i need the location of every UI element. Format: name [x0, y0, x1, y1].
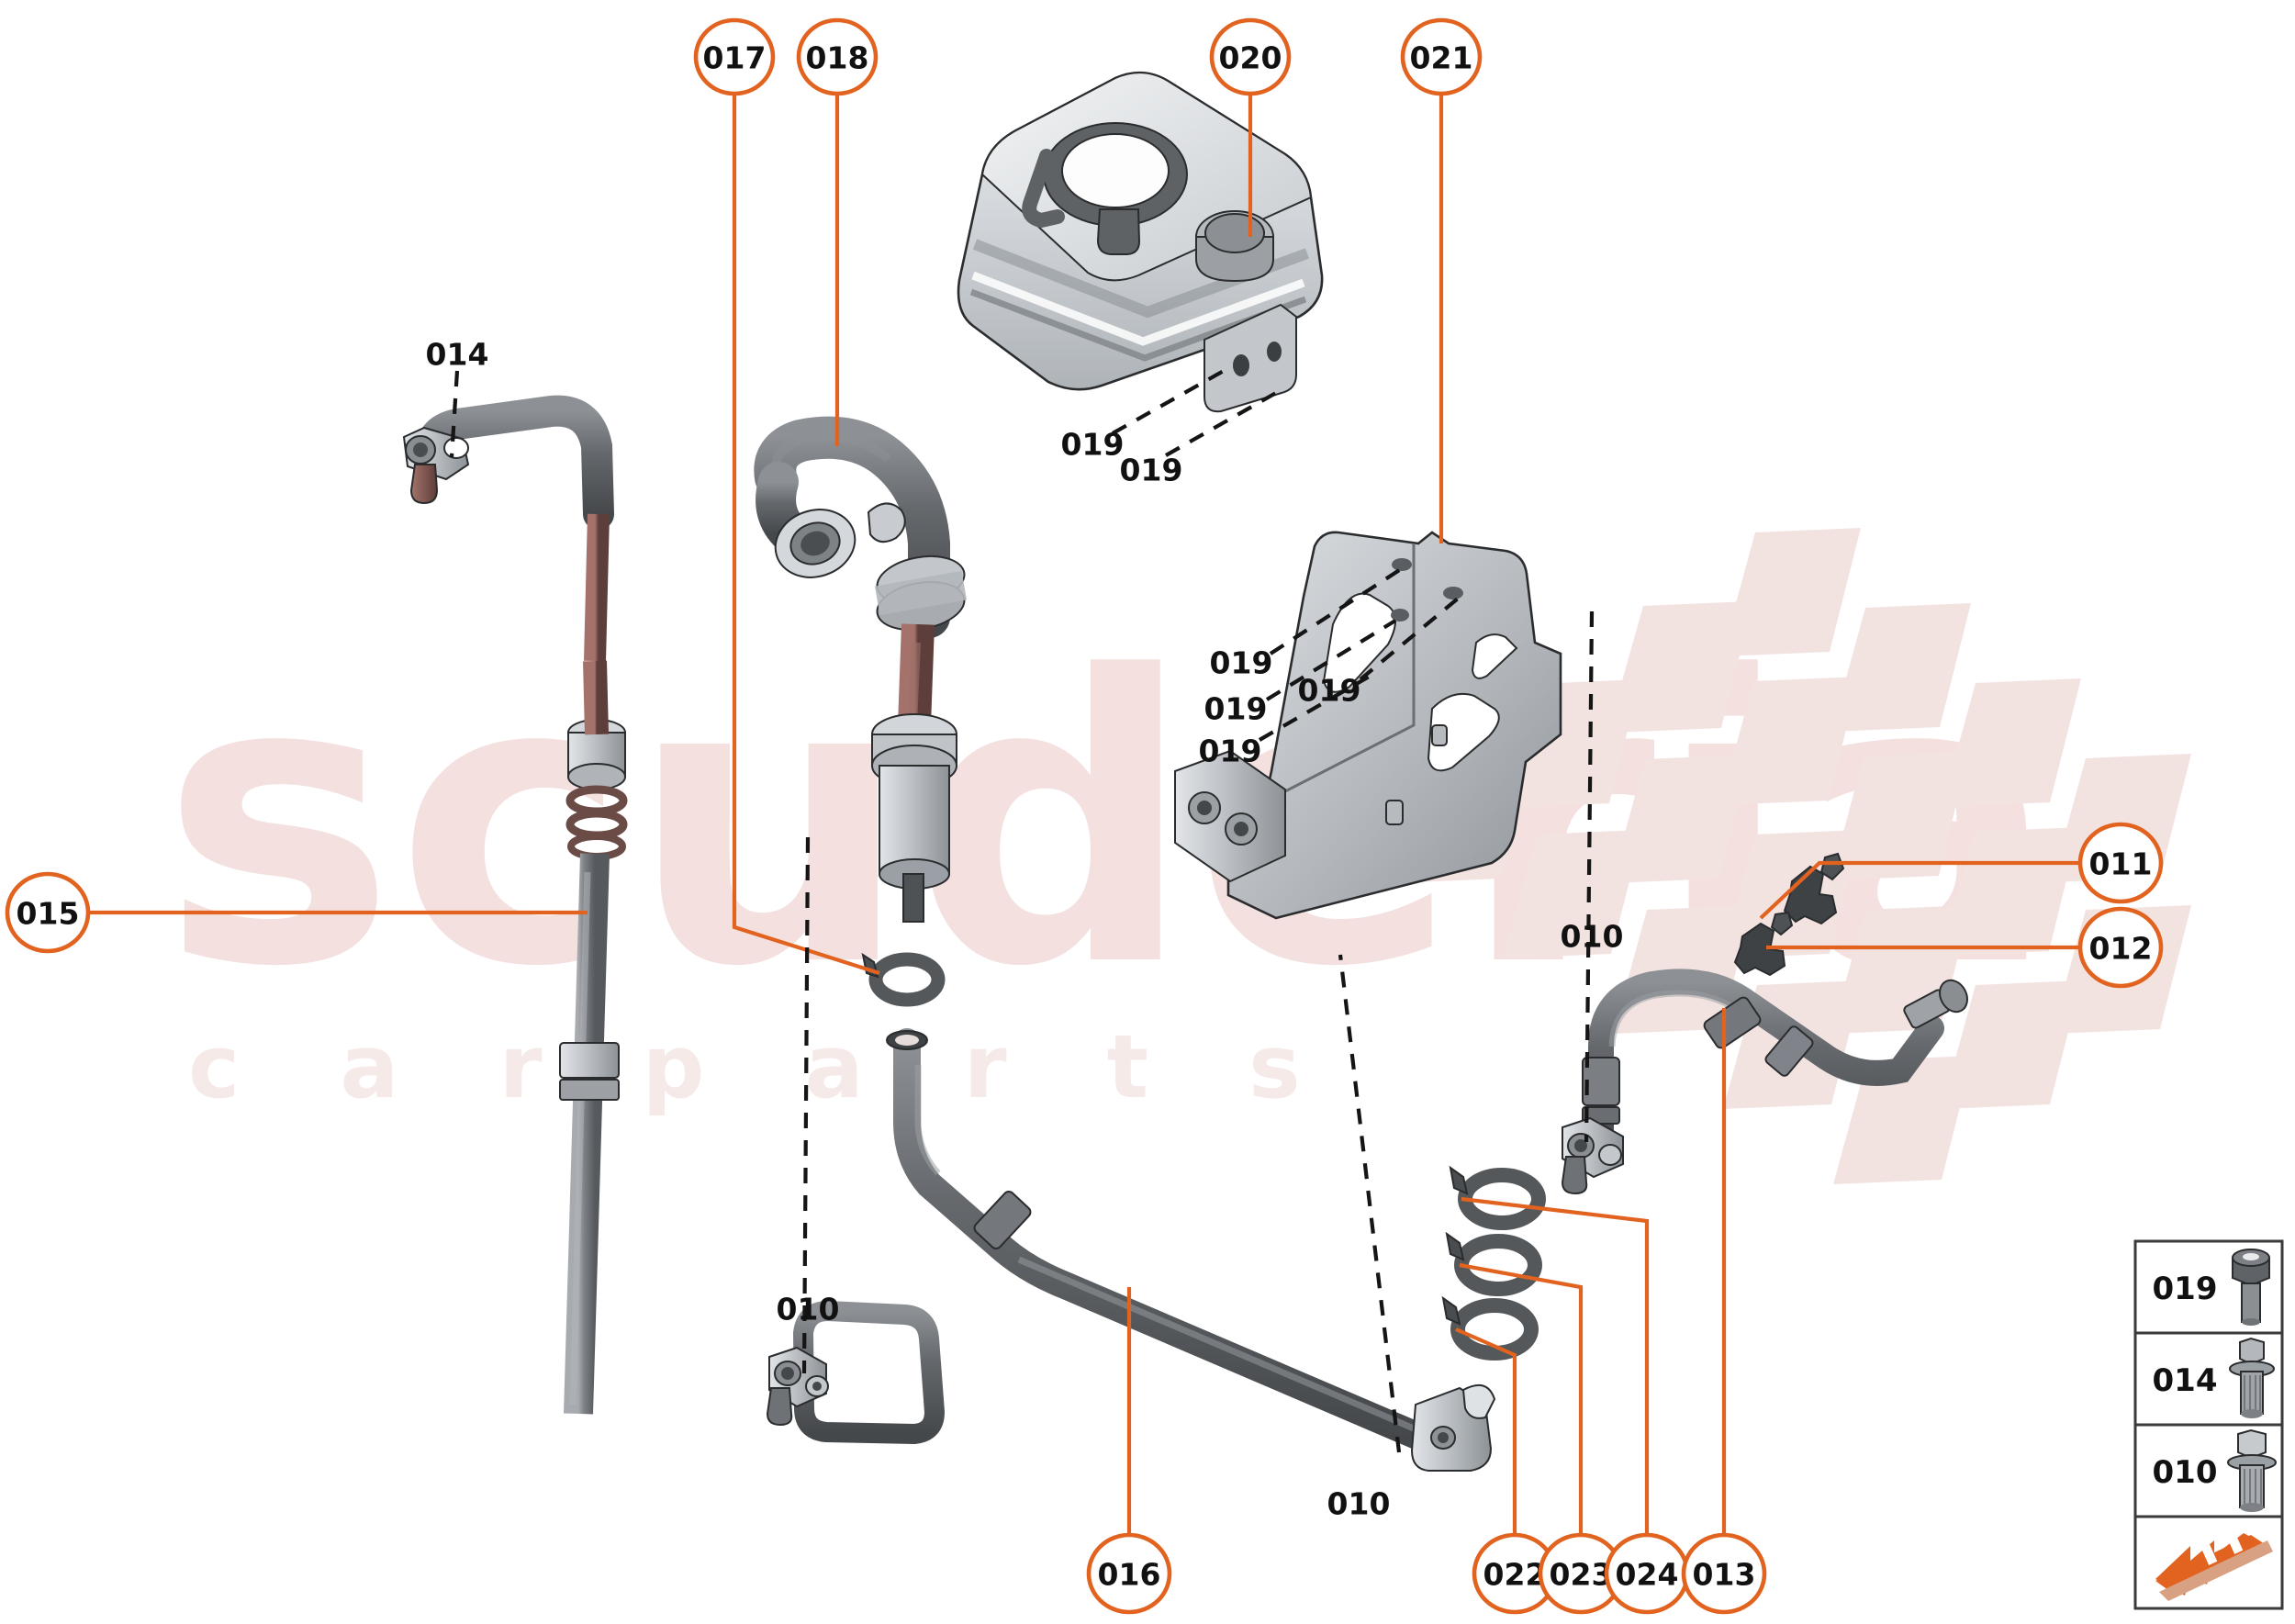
hose-016-end-fitting [1410, 1383, 1496, 1472]
leader-017 [732, 66, 880, 976]
callout-011-label: 011 [2089, 846, 2153, 882]
inline-label-019-bracket-b: 019 [1298, 673, 1361, 709]
part-bracket-021 [1174, 531, 1562, 920]
callout-023[interactable]: 023 [1538, 1532, 1624, 1615]
inline-label-019-bracket-d: 019 [1199, 734, 1262, 769]
dash-010-long [1338, 954, 1402, 1453]
loop-hose-banjo [766, 1346, 829, 1427]
checkered-arrow-icon [2155, 1527, 2273, 1601]
callout-016-label: 016 [1098, 1557, 1161, 1593]
callout-020-label: 020 [1219, 40, 1282, 76]
inline-label-019-bracket-a: 019 [1210, 645, 1273, 681]
callout-012[interactable]: 012 [2077, 906, 2164, 989]
part-expansion-tank-020 [957, 71, 1324, 413]
callout-018[interactable]: 018 [796, 17, 879, 96]
callout-023-label: 023 [1550, 1557, 1613, 1593]
leader-023 [1459, 1262, 1584, 1535]
dash-019-bracket-c [1265, 619, 1397, 701]
part-clip-011 [1783, 852, 1845, 925]
callout-018-circle[interactable] [796, 17, 879, 96]
callout-024[interactable]: 024 [1604, 1532, 1690, 1615]
callout-011[interactable]: 011 [2077, 822, 2164, 904]
legend-row-019-label: 019 [2153, 1271, 2218, 1307]
callout-021-label: 021 [1410, 40, 1473, 76]
leader-011 [1759, 860, 2080, 920]
flange-hex-bolt-icon [2229, 1337, 2275, 1418]
legend-brand-arrow[interactable] [2133, 1515, 2284, 1610]
callout-013-circle[interactable] [1681, 1532, 1767, 1615]
tank-mount-foot [1203, 303, 1297, 413]
callout-012-circle[interactable] [2077, 906, 2164, 989]
part-hose-small-loop [766, 1300, 946, 1445]
inline-label-010-right-hose: 010 [1561, 919, 1624, 955]
legend-row-019[interactable]: 019 [2133, 1239, 2284, 1335]
inline-label-019-bracket-c: 019 [1204, 691, 1268, 727]
callout-013-label: 013 [1693, 1557, 1756, 1593]
callout-016[interactable]: 016 [1086, 1532, 1172, 1615]
fastener-legend: 019 014 [2133, 1239, 2284, 1610]
dash-019-tank-a [1111, 365, 1232, 435]
watermark-scuderia-text: scuderia c a r p a r t s [161, 594, 2057, 1118]
dash-010-left [801, 836, 811, 1374]
part-hose-013 [1561, 969, 1968, 1195]
leader-024 [1461, 1196, 1650, 1535]
part-clip-012 [1733, 911, 1794, 977]
inline-label-010-long-hose: 010 [1327, 1486, 1391, 1522]
callout-017[interactable]: 017 [693, 17, 776, 96]
callout-015-label: 015 [17, 896, 80, 932]
inline-label-010-left-loop: 010 [777, 1292, 840, 1327]
legend-row-014[interactable]: 014 [2133, 1331, 2284, 1427]
callout-012-label: 012 [2089, 931, 2153, 967]
watermark-line2: c a r p a r t s [188, 1017, 1336, 1118]
flange-hex-bolt-icon [2227, 1428, 2277, 1512]
socket-head-bolt-icon [2232, 1249, 2270, 1326]
callout-017-circle[interactable] [693, 17, 776, 96]
leader-022 [1455, 1327, 1517, 1535]
callout-018-label: 018 [806, 40, 869, 76]
hose-013-end [1903, 979, 1968, 1029]
callout-017-label: 017 [703, 40, 767, 76]
dash-014 [449, 370, 460, 458]
part-pipe-015 [402, 395, 628, 1415]
hose-018-clamp [874, 555, 968, 631]
callout-020-circle[interactable] [1209, 17, 1292, 96]
part-hose-016 [886, 1028, 1496, 1472]
pipe-015-collar [565, 719, 628, 860]
hose-018-connector [871, 713, 957, 923]
hose-013-banjo [1561, 1116, 1624, 1195]
checkered-flag-icon [1393, 528, 2191, 1184]
inline-label-019-tank-b: 019 [1120, 453, 1183, 488]
dash-019-bracket-b [1359, 597, 1460, 681]
inline-label-014: 014 [426, 337, 489, 373]
dashed-reference-lines [449, 365, 1595, 1453]
callout-021[interactable]: 021 [1400, 17, 1483, 96]
callout-020[interactable]: 020 [1209, 17, 1292, 96]
callout-024-label: 024 [1616, 1557, 1679, 1593]
inline-label-019-tank-a: 019 [1061, 427, 1125, 463]
callout-016-circle[interactable] [1086, 1532, 1172, 1615]
callout-021-circle[interactable] [1400, 17, 1483, 96]
callout-015-circle[interactable] [5, 871, 91, 954]
watermark-line1: scuderia [161, 594, 2057, 1053]
callout-013[interactable]: 013 [1681, 1532, 1767, 1615]
dash-010-right [1584, 610, 1595, 1143]
callout-015[interactable]: 015 [5, 871, 91, 954]
dash-019-tank-b [1164, 391, 1278, 457]
callout-011-circle[interactable] [2077, 822, 2164, 904]
dash-019-bracket-d [1258, 670, 1379, 742]
callout-022-label: 022 [1483, 1557, 1547, 1593]
legend-row-010-label: 010 [2153, 1454, 2218, 1491]
part-hose-018 [754, 416, 968, 923]
legend-row-014-label: 014 [2153, 1362, 2218, 1399]
legend-row-010[interactable]: 010 [2133, 1423, 2284, 1518]
pipe-015-tee [559, 1042, 620, 1101]
tank-cap-ring [1022, 122, 1188, 255]
bracket-boss-block [1174, 749, 1286, 883]
hose-018-flange [774, 509, 856, 578]
